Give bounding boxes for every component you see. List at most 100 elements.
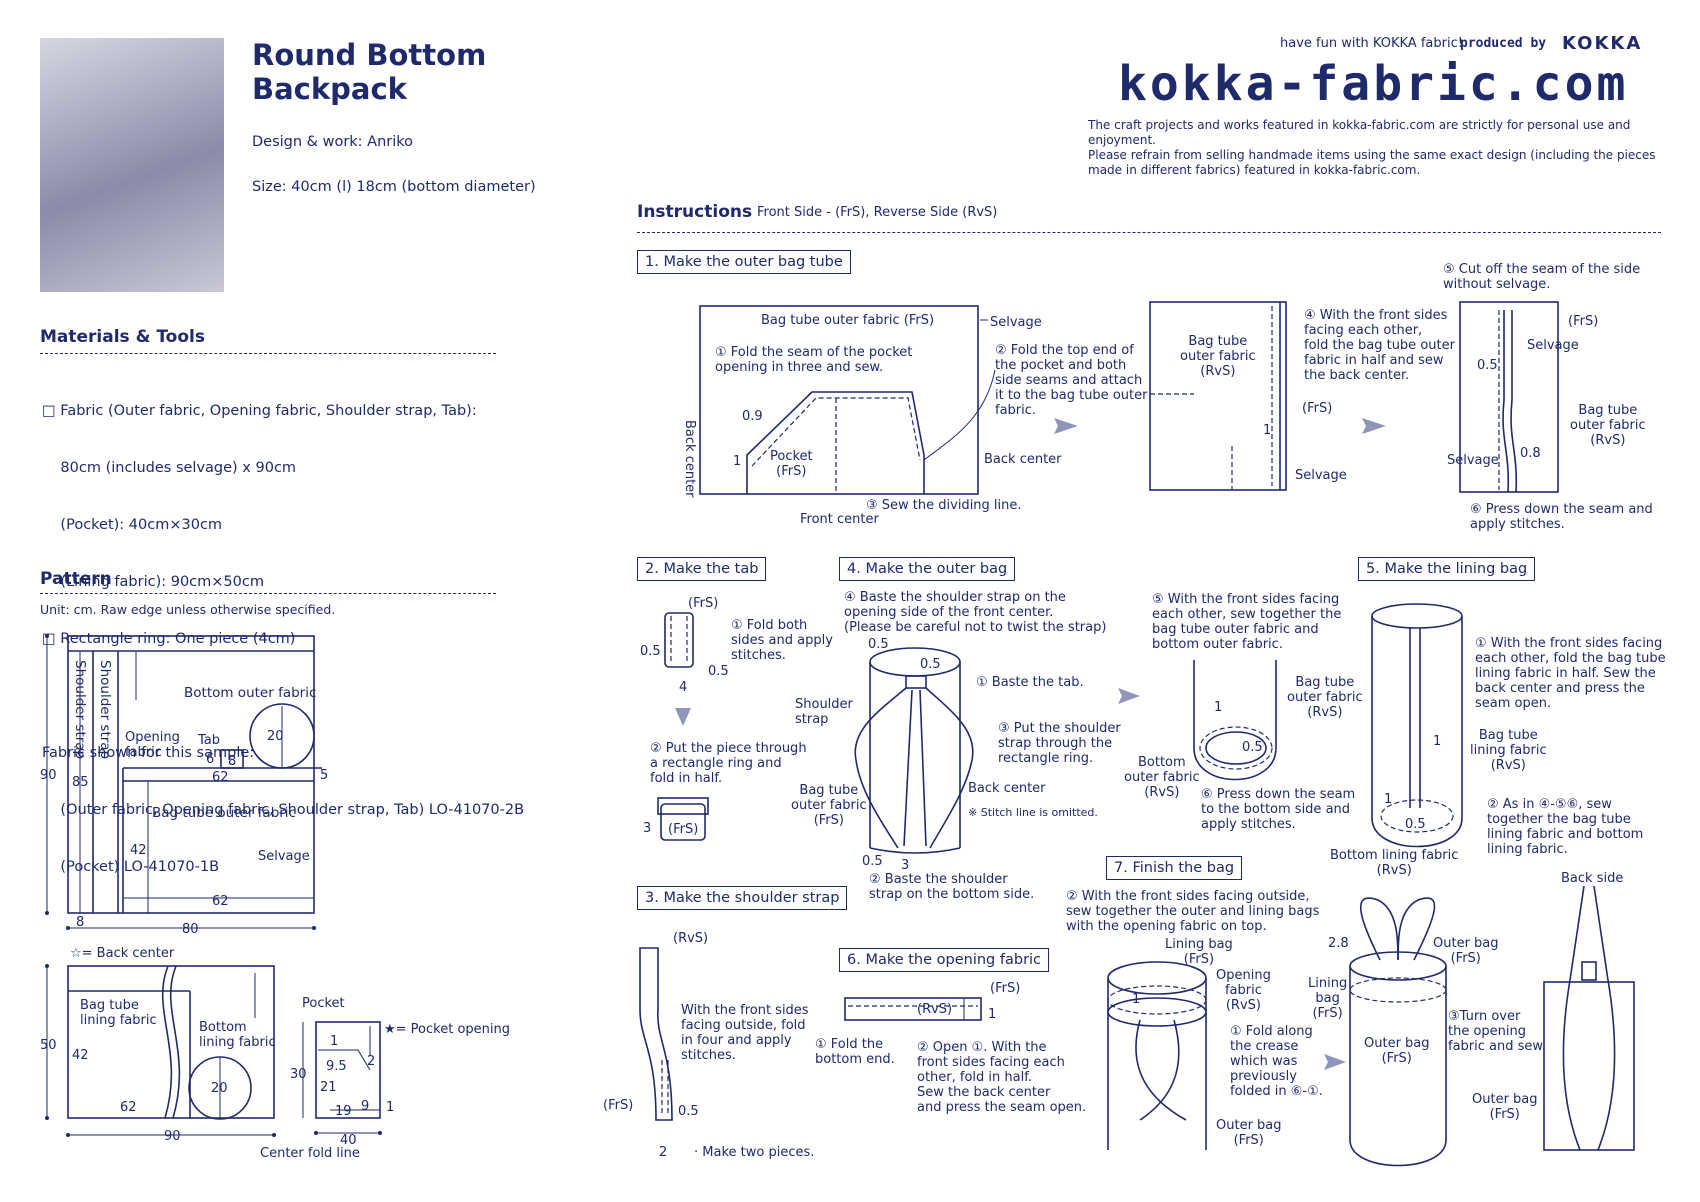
- step-4-title: 4. Make the outer bag: [839, 557, 1016, 581]
- label-shoulder-strap: Shoulder strap: [72, 660, 88, 760]
- brand-name: KOKKA: [1562, 33, 1643, 54]
- dim-30: 30: [290, 1067, 307, 1082]
- s7-d28: 2.8: [1328, 936, 1349, 951]
- label-pocket: Pocket: [302, 996, 345, 1011]
- s6-a: ① Fold the bottom end.: [815, 1037, 895, 1067]
- sample-item: (Outer fabric, Opening fabric, Shoulder …: [42, 802, 525, 818]
- s1-front-center: Front center: [800, 512, 879, 527]
- site-logo: kokka-fabric.com: [1118, 56, 1629, 112]
- s4b-e: ⑤ With the front sides facing each other…: [1152, 592, 1342, 652]
- design-credit: Design & work: Anriko: [252, 134, 414, 150]
- materials-title: Materials & Tools: [40, 327, 205, 347]
- legend-pocket-opening: ★= Pocket opening: [384, 1022, 510, 1037]
- label-bottom-lining: Bottom lining fabric: [199, 1020, 276, 1050]
- s1-pocket: Pocket (FrS): [770, 449, 813, 479]
- s3-a: With the front sides facing outside, fol…: [681, 1003, 809, 1063]
- s5-d05: 0.5: [1405, 817, 1426, 832]
- step-3-title: 3. Make the shoulder strap: [637, 886, 848, 910]
- s1-selvage: Selvage: [990, 315, 1042, 330]
- materials-item: 80cm (includes selvage) x 90cm: [42, 460, 297, 476]
- s1-d1: 1: [733, 454, 742, 469]
- label-bottom-outer: Bottom outer fabric: [184, 685, 317, 701]
- page-title: Round Bottom Backpack: [252, 38, 487, 106]
- dim-40: 40: [340, 1133, 357, 1148]
- s1-selvage2: Selvage: [1295, 468, 1347, 483]
- s3-d05: 0.5: [678, 1104, 699, 1119]
- label-shoulder-strap-2: Shoulder strap: [97, 660, 113, 760]
- dim-20: 20: [267, 729, 284, 744]
- materials-item: □ Fabric (Outer fabric, Opening fabric, …: [42, 403, 477, 419]
- s4b-f: ⑥ Press down the seam to the bottom side…: [1201, 787, 1356, 832]
- instructions-title: Instructions: [637, 202, 753, 222]
- s4-c: ③ Put the shoulder strap through the rec…: [998, 721, 1121, 766]
- s3-d2: 2: [659, 1145, 668, 1160]
- s1-d09: 0.9: [742, 409, 763, 424]
- dim-80: 80: [182, 922, 199, 937]
- s6-frs: (FrS): [990, 981, 1021, 996]
- label-opening: Opening fabric: [125, 730, 180, 760]
- s4-d05c: 0.5: [862, 854, 883, 869]
- s4-d3: 3: [901, 858, 910, 873]
- step-6-title: 6. Make the opening fabric: [839, 948, 1050, 972]
- label-bag-tube-outer: Bag tube outer fabric: [152, 805, 296, 821]
- s5-tube: Bag tube lining fabric (RvS): [1470, 728, 1547, 773]
- s1-tube-rvs2: Bag tube outer fabric (RvS): [1570, 403, 1646, 448]
- s2-d4: 4: [679, 680, 688, 695]
- s7-outer: Outer bag (FrS): [1216, 1118, 1282, 1148]
- materials-divider: [40, 353, 496, 354]
- dim-62c: 62: [120, 1100, 137, 1115]
- s4-b: ② Baste the shoulder strap on the bottom…: [869, 872, 1035, 902]
- s1-selvage3: Selvage: [1527, 338, 1579, 353]
- s1-selvage4: Selvage: [1447, 453, 1499, 468]
- s1-f: ⑥ Press down the seam and apply stitches…: [1470, 502, 1653, 532]
- s4-d05a: 0.5: [868, 637, 889, 652]
- s2-a: ① Fold both sides and apply stitches.: [731, 618, 833, 663]
- legend-back-center: ☆= Back center: [70, 946, 175, 961]
- s1-d08: 0.8: [1520, 446, 1541, 461]
- materials-list: □ Fabric (Outer fabric, Opening fabric, …: [42, 364, 524, 915]
- dim-8b: 8: [76, 915, 85, 930]
- s4-strap: Shoulder strap: [795, 697, 853, 727]
- s1-d: ④ With the front sides facing each other…: [1304, 308, 1455, 383]
- s2-d05b: 0.5: [708, 664, 729, 679]
- dim-50: 50: [40, 1038, 57, 1053]
- s1-frs2: (FrS): [1568, 314, 1599, 329]
- dim-62: 62: [212, 770, 229, 785]
- s5-b: ② As in ④-⑤⑥, sew together the bag tube …: [1487, 797, 1644, 857]
- s3-frs: (FrS): [603, 1098, 634, 1113]
- s2-frs2: (FrS): [668, 822, 699, 837]
- s5-a: ① With the front sides facing each other…: [1475, 636, 1666, 711]
- s7-d1: 1: [1132, 992, 1141, 1007]
- s7-outer2: Outer bag (FrS): [1433, 936, 1499, 966]
- dim-90b: 90: [164, 1129, 181, 1144]
- s4b-bottom: Bottom outer fabric (RvS): [1124, 755, 1200, 800]
- size-info: Size: 40cm (l) 18cm (bottom diameter): [252, 179, 536, 195]
- instructions-divider: [637, 232, 1661, 233]
- pattern-divider: [40, 593, 496, 594]
- tagline: have fun with KOKKA fabric!: [1280, 36, 1463, 51]
- s5-bottom: Bottom lining fabric (RvS): [1330, 848, 1459, 878]
- instructions-legend: Front Side - (FrS), Reverse Side (RvS): [757, 205, 998, 220]
- s7-a: ① Fold along the crease which was previo…: [1230, 1024, 1323, 1099]
- s7-lining: Lining bag (FrS): [1165, 937, 1233, 967]
- dim-1: 1: [330, 1034, 339, 1049]
- s1-fabric: Bag tube outer fabric (FrS): [761, 313, 935, 328]
- dim-21: 21: [320, 1080, 337, 1095]
- s7-c: ③Turn over the opening fabric and sew.: [1448, 1009, 1546, 1054]
- s6-d1: 1: [988, 1007, 997, 1022]
- dim-9: 9: [361, 1099, 370, 1114]
- s4-tube: Bag tube outer fabric (FrS): [791, 783, 867, 828]
- materials-item: (Pocket): 40cm×30cm: [42, 517, 223, 533]
- dim-42: 42: [130, 843, 147, 858]
- s4b-d05: 0.5: [1242, 740, 1263, 755]
- pattern-unit: Unit: cm. Raw edge unless otherwise spec…: [40, 602, 336, 617]
- s5-d1: 1: [1433, 734, 1442, 749]
- s1-frs: (FrS): [1302, 401, 1333, 416]
- s1-a: ① Fold the seam of the pocket opening in…: [715, 345, 913, 375]
- s4-omitted: ※ Stitch line is omitted.: [968, 806, 1098, 819]
- s1-b: ② Fold the top end of the pocket and bot…: [995, 343, 1148, 418]
- materials-item: (Lining fabric): 90cm×50cm: [42, 574, 264, 590]
- step-1-title: 1. Make the outer bag tube: [637, 250, 851, 274]
